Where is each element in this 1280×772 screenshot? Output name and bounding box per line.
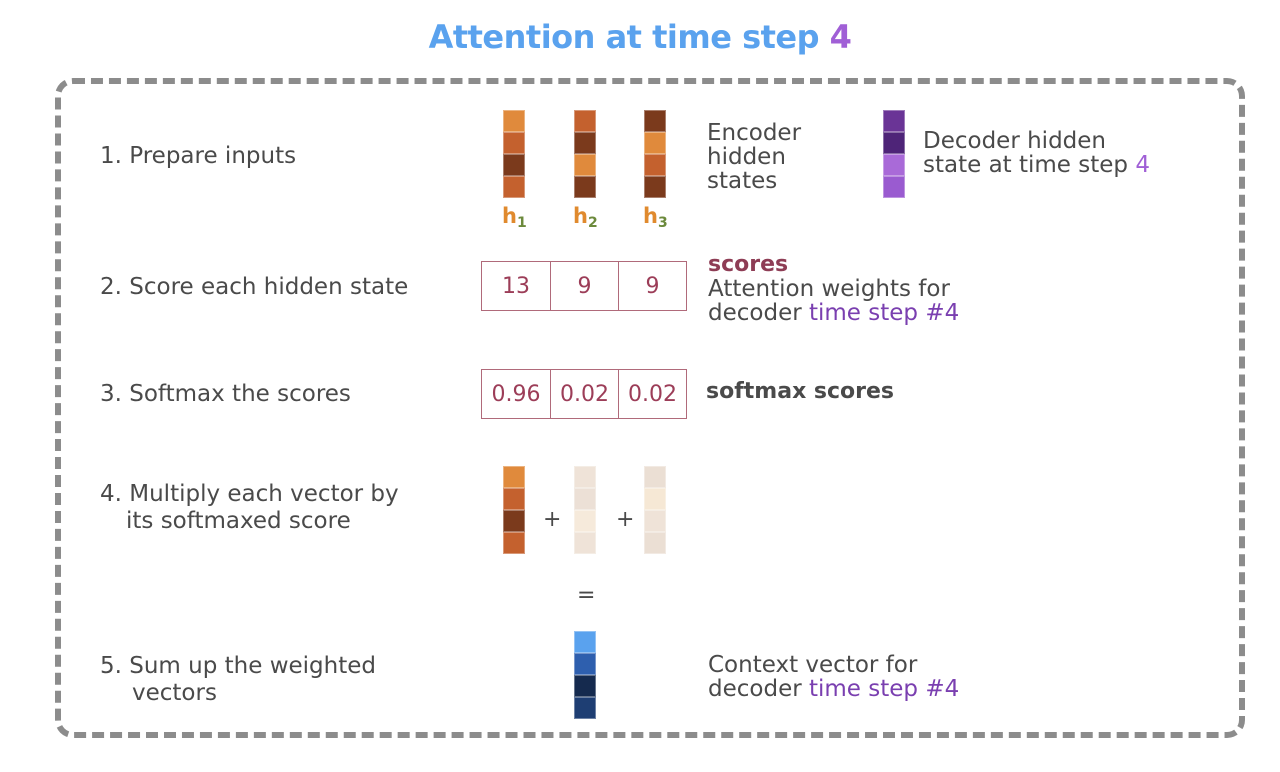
scores-desc-prefix: decoder <box>708 300 809 326</box>
h-letter: h <box>502 204 517 228</box>
encoder-vector-h2 <box>574 110 596 198</box>
step-5-label: 5. Sum up the weighted vectors <box>100 653 376 707</box>
context-label-line1: Context vector for <box>708 652 918 678</box>
vector-cell <box>883 132 905 154</box>
encoder-label-line1: Encoder <box>707 120 802 146</box>
vector-cell <box>644 132 666 154</box>
encoder-vector-h3 <box>644 110 666 198</box>
score-cell: 9 <box>550 262 618 310</box>
weighted-vector-3 <box>644 466 666 554</box>
vector-cell <box>574 653 596 675</box>
step-4-label: 4. Multiply each vector by its softmaxed… <box>100 481 399 535</box>
vector-cell <box>574 466 596 488</box>
vector-cell <box>574 697 596 719</box>
h-letter: h <box>573 204 588 228</box>
softmax-cell: 0.96 <box>491 381 541 407</box>
vector-cell <box>503 110 525 132</box>
vector-cell <box>574 532 596 554</box>
step-4-line1: 4. Multiply each vector by <box>100 481 399 507</box>
softmax-title: softmax scores <box>706 379 895 404</box>
decoder-label-line1: Decoder hidden <box>923 128 1106 154</box>
softmax-table: 0.96 0.02 0.02 <box>481 369 687 419</box>
vector-cell <box>503 488 525 510</box>
scores-title: scores <box>708 252 789 277</box>
vector-cell <box>503 154 525 176</box>
vector-cell <box>883 110 905 132</box>
encoder-vector-h1 <box>503 110 525 198</box>
title-step: 4 <box>829 18 852 56</box>
vector-cell <box>503 532 525 554</box>
vector-cell <box>574 132 596 154</box>
scores-desc-line1: Attention weights for <box>708 276 950 302</box>
score-cell: 9 <box>618 262 686 310</box>
step-5-line1: 5. Sum up the weighted <box>100 653 376 679</box>
step-2-label: 2. Score each hidden state <box>100 274 409 300</box>
score-cell: 13 <box>502 273 530 299</box>
diagram-title: Attention at time step 4 <box>0 18 1280 56</box>
encoder-label-line2: hidden <box>707 144 786 170</box>
vector-cell <box>574 154 596 176</box>
context-label: Context vector for decoder time step #4 <box>708 653 959 701</box>
h-letter: h <box>643 204 658 228</box>
vector-cell <box>883 154 905 176</box>
vector-cell <box>644 176 666 198</box>
softmax-cell: 0.02 <box>618 370 686 418</box>
vector-cell <box>644 110 666 132</box>
scores-description: Attention weights for decoder time step … <box>708 277 959 325</box>
dashed-frame <box>55 78 1245 738</box>
vector-cell <box>503 176 525 198</box>
scores-desc-line2: decoder time step #4 <box>708 301 959 325</box>
step-3-label: 3. Softmax the scores <box>100 381 351 407</box>
vector-cell <box>883 176 905 198</box>
softmax-cell: 0.02 <box>550 370 618 418</box>
plus-sign: + <box>543 507 562 532</box>
context-label-line2: decoder time step #4 <box>708 677 959 701</box>
h1-label: h1 <box>502 204 527 231</box>
decoder-label: Decoder hidden state at time step 4 <box>923 129 1150 177</box>
decoder-label-step: 4 <box>1135 152 1150 178</box>
vector-cell <box>644 466 666 488</box>
weighted-vector-2 <box>574 466 596 554</box>
vector-cell <box>574 110 596 132</box>
vector-cell <box>574 675 596 697</box>
context-label-prefix: decoder <box>708 676 809 702</box>
vector-cell <box>503 466 525 488</box>
vector-cell <box>503 132 525 154</box>
encoder-label: Encoder hidden states <box>707 121 801 193</box>
vector-cell <box>574 176 596 198</box>
vector-cell <box>503 510 525 532</box>
vector-cell <box>644 488 666 510</box>
step-4-line2: its softmaxed score <box>126 508 351 534</box>
h-subscript: 3 <box>657 215 668 231</box>
context-vector <box>574 631 596 719</box>
vector-cell <box>644 510 666 532</box>
decoder-vector <box>883 110 905 198</box>
encoder-label-line3: states <box>707 168 778 194</box>
decoder-label-line2: state at time step 4 <box>923 153 1150 177</box>
vector-cell <box>644 154 666 176</box>
h-subscript: 2 <box>587 215 598 231</box>
vector-cell <box>574 631 596 653</box>
vector-cell <box>644 532 666 554</box>
decoder-label-prefix: state at time step <box>923 152 1136 178</box>
vector-cell <box>574 510 596 532</box>
plus-sign: + <box>616 507 635 532</box>
scores-table: 13 9 9 <box>481 261 687 311</box>
weighted-vector-1 <box>503 466 525 554</box>
scores-desc-highlight: time step #4 <box>808 300 960 326</box>
vector-cell <box>574 488 596 510</box>
title-main: Attention at time step <box>428 18 820 56</box>
step-5-line2: vectors <box>132 680 217 706</box>
h-subscript: 1 <box>516 215 527 231</box>
h2-label: h2 <box>573 204 598 231</box>
h3-label: h3 <box>643 204 668 231</box>
equals-sign: = <box>577 583 596 608</box>
step-1-label: 1. Prepare inputs <box>100 143 297 169</box>
context-label-highlight: time step #4 <box>808 676 960 702</box>
